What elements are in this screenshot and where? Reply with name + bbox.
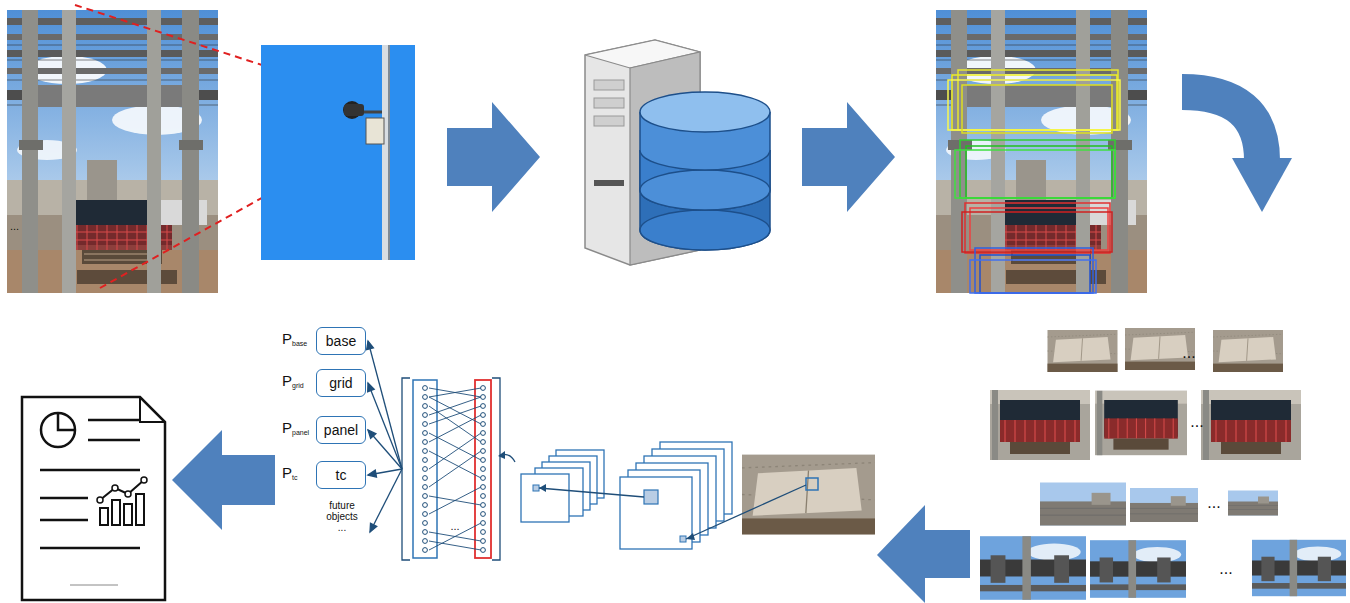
- probability-symbol: P: [282, 420, 292, 437]
- neuron: [481, 422, 486, 427]
- neuron: [423, 440, 428, 445]
- neuron: [423, 476, 428, 481]
- probability-subscript: tc: [292, 474, 297, 482]
- neuron: [481, 476, 486, 481]
- class-name: panel: [324, 422, 358, 438]
- neuron: [481, 494, 486, 499]
- neuron: [423, 539, 428, 544]
- neuron: [423, 503, 428, 508]
- arrowhead: [368, 430, 376, 438]
- output-line: [368, 383, 402, 469]
- neuron: [481, 539, 486, 544]
- neuron: [423, 458, 428, 463]
- neuron: [423, 395, 428, 400]
- neuron: [481, 521, 486, 526]
- neuron: [423, 512, 428, 517]
- class-name: base: [326, 333, 356, 349]
- class-box: grid: [316, 369, 366, 397]
- probability-subscript: base: [292, 340, 307, 348]
- neuron: [423, 431, 428, 436]
- neuron: [423, 449, 428, 454]
- neuron: [481, 485, 486, 490]
- neuron: [423, 422, 428, 427]
- neuron: [481, 512, 486, 517]
- neuron: [481, 431, 486, 436]
- neuron: [481, 404, 486, 409]
- neuron: [481, 503, 486, 508]
- neuron: [423, 494, 428, 499]
- class-box: base: [316, 327, 366, 355]
- neuron: [423, 530, 428, 535]
- probability-subscript: grid: [292, 382, 304, 390]
- probability-symbol: P: [282, 331, 292, 348]
- output-line: [370, 469, 402, 532]
- ellipsis: ...: [1180, 413, 1214, 431]
- ellipsis: ...: [1199, 494, 1229, 512]
- class-box: tc: [316, 461, 366, 489]
- arrowhead: [367, 341, 374, 350]
- probability-symbol: P: [282, 465, 292, 482]
- ellipsis: ...: [440, 520, 470, 532]
- neuron: [423, 467, 428, 472]
- neuron: [423, 548, 428, 553]
- label: ...: [10, 220, 19, 232]
- arrowhead: [368, 470, 376, 477]
- neuron: [423, 521, 428, 526]
- neuron: [481, 458, 486, 463]
- class-name: tc: [336, 467, 347, 483]
- probability-symbol: P: [282, 373, 292, 390]
- neuron: [481, 530, 486, 535]
- neuron: [423, 404, 428, 409]
- neuron: [481, 449, 486, 454]
- arrowhead: [370, 523, 377, 532]
- ellipsis: ...: [331, 522, 353, 533]
- neuron: [481, 395, 486, 400]
- arrowhead: [368, 383, 375, 392]
- neuron: [481, 467, 486, 472]
- class-box: panel: [316, 416, 366, 444]
- class-name: grid: [329, 375, 352, 391]
- ellipsis: ...: [1203, 560, 1249, 578]
- output-line: [368, 341, 402, 469]
- neuron: [423, 386, 428, 391]
- neuron: [481, 440, 486, 445]
- neuron: [423, 485, 428, 490]
- neuron: [423, 413, 428, 418]
- probability-subscript: panel: [292, 429, 309, 437]
- ellipsis: ...: [1172, 344, 1206, 362]
- neuron: [481, 386, 486, 391]
- neuron: [481, 548, 486, 553]
- neuron: [481, 413, 486, 418]
- note: future objects: [316, 500, 368, 522]
- output-line: [368, 430, 402, 469]
